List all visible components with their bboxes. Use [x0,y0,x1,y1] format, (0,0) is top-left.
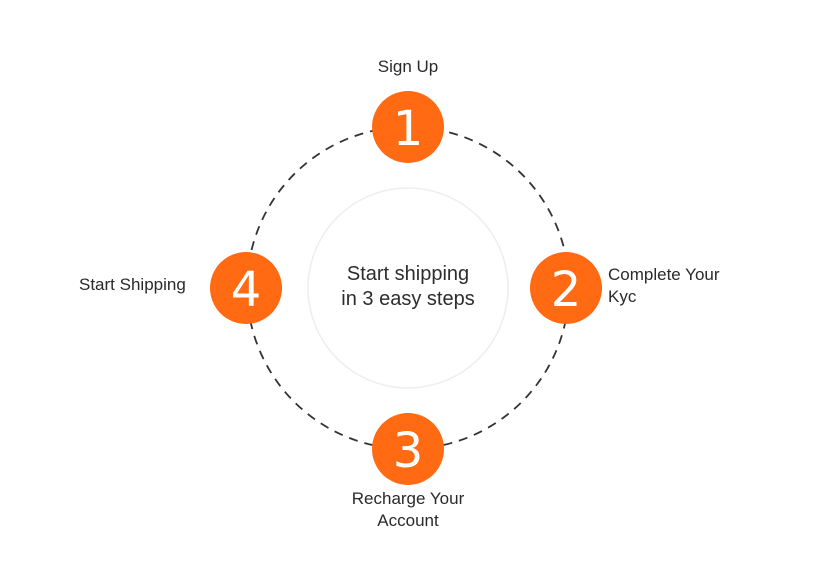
step-marker-1: 1 [372,91,444,163]
step-number-1: 1 [393,101,424,157]
step-marker-4: 4 [210,252,282,324]
step-marker-2: 2 [530,252,602,324]
step-label-4-line-1: Start Shipping [79,275,186,294]
step-circle-3 [372,413,444,485]
step-label-2-line-1: Complete Your [608,265,720,284]
step-label-2-line-2: Kyc [608,287,637,306]
step-number-2: 2 [551,262,582,318]
step-marker-3: 3 [372,413,444,485]
step-label-2: Complete Your Kyc [608,264,720,308]
inner-circle [307,187,509,389]
step-label-1: Sign Up [378,56,438,78]
step-circle-2 [530,252,602,324]
center-caption-line-2: in 3 easy steps [341,288,475,310]
step-number-4: 4 [231,262,262,318]
step-label-3-line-1: Recharge Your [351,489,465,508]
step-circle-4 [210,252,282,324]
step-number-3: 3 [393,423,424,479]
step-label-1-line-1: Sign Up [377,57,439,76]
center-caption: Start shipping in 3 easy steps [341,262,474,312]
step-circle-1 [372,91,444,163]
step-label-3: Recharge Your Account [352,488,464,532]
center-caption-line-1: Start shipping [346,263,470,285]
step-label-3-line-2: Account [377,511,439,530]
step-label-4: Start Shipping [79,274,186,296]
